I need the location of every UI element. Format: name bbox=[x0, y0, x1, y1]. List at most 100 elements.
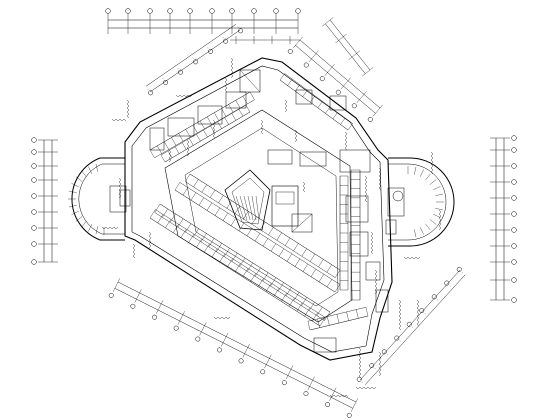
grid-bubble bbox=[178, 69, 184, 75]
room bbox=[345, 195, 369, 223]
stall-divider bbox=[227, 258, 233, 268]
dim-tick bbox=[350, 398, 358, 412]
stall-divider bbox=[214, 207, 220, 216]
dim-line bbox=[149, 29, 241, 93]
stall-divider bbox=[270, 243, 276, 252]
dim-tick bbox=[222, 36, 224, 38]
stair-tread bbox=[419, 169, 424, 177]
annotation-mark bbox=[302, 181, 306, 193]
stair-tread bbox=[414, 229, 417, 238]
stall-divider bbox=[293, 292, 300, 301]
stall-divider bbox=[201, 184, 207, 193]
annotation-mark bbox=[132, 243, 136, 259]
stall-divider bbox=[198, 197, 204, 206]
grid-bubble bbox=[238, 358, 244, 364]
stall-divider bbox=[327, 316, 330, 326]
dim-line bbox=[114, 288, 353, 409]
core-hatch bbox=[247, 195, 254, 221]
stair-tread bbox=[425, 173, 431, 181]
dim-tick bbox=[399, 340, 401, 342]
annotation-mark bbox=[329, 394, 349, 398]
grid-bubble bbox=[456, 266, 462, 272]
dim-tick bbox=[307, 376, 315, 391]
stair-tread bbox=[68, 205, 77, 208]
dim-tick bbox=[335, 34, 347, 44]
stair-tread bbox=[419, 227, 424, 235]
stall-divider bbox=[182, 187, 188, 196]
stair-core-circle bbox=[392, 190, 404, 202]
dimension-lines-top bbox=[105, 8, 301, 44]
dimension-lines-left bbox=[31, 137, 58, 265]
dim-tick bbox=[324, 64, 335, 76]
grid-bubble bbox=[125, 8, 131, 14]
stall-divider bbox=[251, 216, 257, 225]
annotation-mark bbox=[101, 226, 119, 230]
stall-divider bbox=[174, 146, 180, 154]
core-inner bbox=[231, 177, 265, 225]
stall-divider bbox=[317, 318, 320, 328]
stall-divider bbox=[319, 317, 326, 327]
stall-divider bbox=[226, 200, 232, 209]
stall-divider bbox=[302, 90, 308, 97]
stall-divider bbox=[171, 137, 177, 146]
central-core bbox=[224, 169, 313, 233]
stall-divider bbox=[246, 228, 252, 236]
room bbox=[149, 127, 165, 151]
aisle-edge bbox=[279, 79, 349, 131]
grid-bubble bbox=[319, 76, 325, 82]
grid-bubble bbox=[303, 391, 309, 397]
stall-divider bbox=[318, 274, 324, 282]
stall-divider bbox=[242, 268, 249, 278]
room bbox=[349, 231, 369, 257]
dim-tick bbox=[372, 104, 383, 117]
core-room bbox=[271, 185, 299, 227]
dim-tick bbox=[177, 67, 179, 69]
stair-tread bbox=[68, 190, 77, 193]
annotation-mark bbox=[438, 209, 442, 231]
stall-divider bbox=[199, 120, 205, 129]
stall-divider bbox=[365, 307, 369, 317]
stall-divider bbox=[206, 116, 212, 125]
grid-bubble bbox=[511, 297, 517, 303]
grid-bubble bbox=[31, 137, 37, 143]
stair-tread bbox=[433, 213, 441, 218]
stair-tread bbox=[81, 220, 87, 228]
stall-divider bbox=[214, 112, 219, 121]
stall-divider bbox=[312, 312, 318, 322]
stair-tread bbox=[435, 193, 444, 196]
stall-divider bbox=[219, 253, 226, 263]
stall-divider bbox=[149, 149, 155, 158]
stall-divider bbox=[238, 223, 244, 231]
stair-tread bbox=[429, 219, 437, 225]
dim-tick bbox=[412, 326, 414, 328]
grid-bubble bbox=[511, 243, 517, 249]
grid-bubble bbox=[511, 227, 517, 233]
room-cross bbox=[239, 69, 261, 93]
dim-tick bbox=[437, 299, 439, 301]
stall-divider bbox=[217, 121, 222, 129]
stall-divider bbox=[285, 237, 291, 246]
stall-divider bbox=[228, 104, 234, 113]
stall-divider bbox=[334, 284, 340, 293]
stall-divider bbox=[210, 189, 216, 198]
stall-back bbox=[284, 73, 353, 124]
stall-divider bbox=[335, 269, 341, 278]
room bbox=[385, 219, 397, 235]
room bbox=[239, 69, 261, 93]
stall-divider bbox=[281, 292, 287, 302]
stall-divider bbox=[278, 282, 284, 292]
grid-bubble bbox=[31, 149, 37, 155]
stair-tread bbox=[71, 210, 79, 215]
dim-tick bbox=[147, 88, 149, 90]
grid-bubble bbox=[152, 314, 157, 320]
left-tower-inner bbox=[78, 163, 125, 235]
core-hatch bbox=[251, 195, 257, 221]
dim-tick bbox=[462, 271, 464, 273]
stair-tread bbox=[95, 163, 98, 172]
grid-bubble bbox=[431, 294, 437, 300]
dim-line bbox=[365, 274, 466, 385]
dim-tick bbox=[207, 47, 209, 49]
stair-tread bbox=[81, 170, 87, 178]
grid-bubble bbox=[394, 335, 400, 341]
